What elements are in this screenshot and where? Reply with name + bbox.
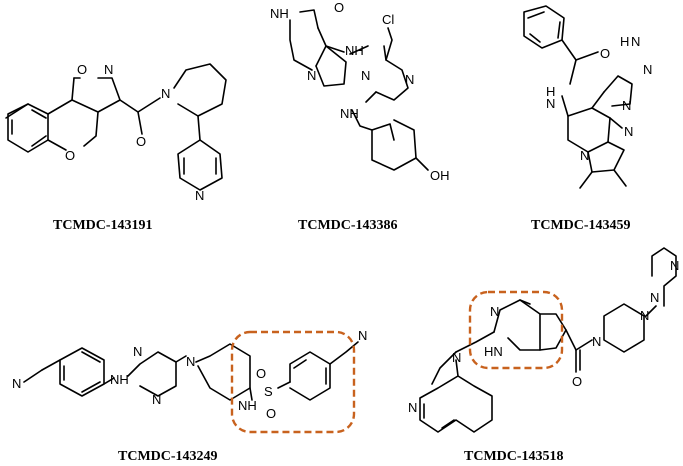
atom-n-pym2: N: [670, 258, 679, 273]
atom-n-pip: N: [186, 354, 195, 369]
atom-n-bridge: N: [580, 148, 589, 163]
caption-143191: TCMDC-143191: [53, 218, 153, 233]
molecule-143386: NH O N NH Cl N N NH OH TCMDC-143386: [270, 0, 450, 233]
molecule-143191: O N O O N N TCMDC-143191: [5, 62, 227, 233]
atom-triazole-nh: H: [620, 34, 629, 49]
atom-o: O: [334, 0, 344, 15]
atom-n-pym1: N: [133, 344, 142, 359]
atom-h: H: [546, 84, 555, 99]
atom-nh-s: NH: [238, 398, 257, 413]
atom-n-pyridine: N: [408, 400, 417, 415]
atom-o-chromene: O: [65, 148, 75, 163]
highlight-sulfonamide: [230, 330, 356, 434]
atom-nh: N: [546, 96, 555, 111]
atom-o-carbonyl: O: [136, 134, 146, 149]
atom-nh-link2: NH: [340, 106, 359, 121]
atom-o1: O: [256, 366, 266, 381]
atom-cl: Cl: [382, 12, 394, 27]
atom-nh: NH: [270, 6, 289, 21]
caption-143459: TCMDC-143459: [531, 218, 631, 233]
atom-n-bzim: N: [490, 304, 499, 319]
atom-hn-bzim: HN: [484, 344, 503, 359]
atom-n-pym1: N: [650, 290, 659, 305]
caption-143518: TCMDC-143518: [464, 449, 564, 464]
atom-n-cn1: N: [12, 376, 21, 391]
atom-n-cn2: N: [358, 328, 367, 343]
atom-n-amine: N: [452, 350, 461, 365]
atom-triazole-n2: N: [643, 62, 652, 77]
atom-nh: NH: [110, 372, 129, 387]
atom-n-pyridine: N: [195, 188, 204, 203]
atom-o: O: [600, 46, 610, 61]
atom-oh: OH: [430, 168, 450, 183]
atom-s: S: [264, 384, 273, 399]
atom-n-pym2: N: [152, 392, 161, 407]
molecule-143459: O N H H N N N N N TCMDC-143459: [523, 5, 652, 233]
atom-n-pip1: N: [592, 334, 601, 349]
atom-n-pip2: N: [640, 308, 649, 323]
caption-143386: TCMDC-143386: [298, 218, 398, 233]
atom-o2: O: [266, 406, 276, 421]
atom-triazole-n3: N: [622, 98, 631, 113]
atom-n-pyrrole: N: [307, 68, 316, 83]
caption-143249: TCMDC-143249: [118, 449, 218, 464]
atom-n-ring: N: [104, 62, 113, 77]
atom-n-imid: N: [624, 124, 633, 139]
highlight-benzimidazole: [468, 290, 564, 370]
atom-triazole-n1: N: [631, 34, 640, 49]
atom-o: O: [572, 374, 582, 389]
molecule-143249: N NH N N N NH S O O N TCMDC-143249: [12, 328, 367, 464]
molecule-143518: N N HN N N O N N N TCMDC-143518: [408, 247, 679, 464]
atom-o-ring: O: [77, 62, 87, 77]
atom-nh-link1: NH: [345, 43, 364, 58]
atom-n-pym1: N: [361, 68, 370, 83]
atom-n-piperidine: N: [161, 86, 170, 101]
atom-n-pym2: N: [405, 72, 414, 87]
